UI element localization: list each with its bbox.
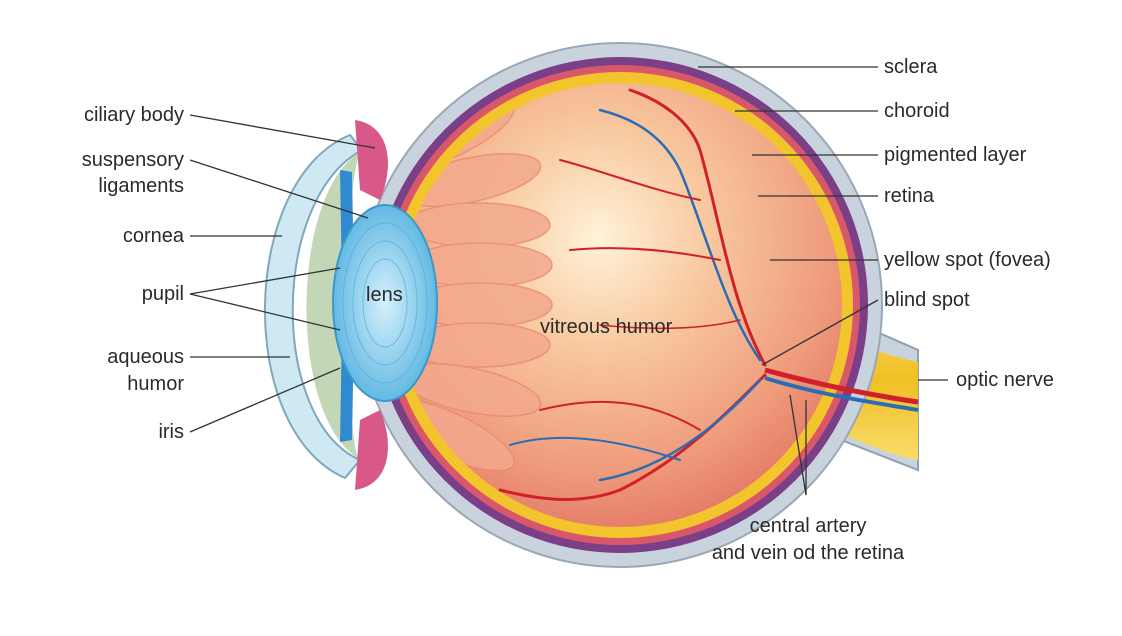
label-ciliary-body: ciliary body [83,104,184,126]
label-sclera: sclera [884,56,938,78]
label-suspensory-2: ligaments [98,175,184,197]
label-lens: lens [366,284,403,306]
label-iris: iris [158,421,184,443]
label-fovea: yellow spot (fovea) [884,249,1051,271]
label-cornea: cornea [122,225,184,247]
label-aqueous-1: aqueous [107,346,184,368]
label-pigmented-layer: pigmented layer [884,144,1027,166]
label-vitreous: vitreous humor [540,316,673,338]
label-retina: retina [884,185,935,207]
lens-shape [332,204,438,402]
label-optic-nerve: optic nerve [956,369,1054,391]
label-choroid: choroid [884,100,950,122]
lens-rings [342,222,428,384]
label-central-artery-2: and vein od the retina [711,542,905,564]
label-suspensory-1: suspensory [81,149,184,171]
label-central-artery-1: central artery [749,515,867,537]
retinal-vessels [498,88,767,501]
ciliary-body-shape [355,120,388,490]
cornea-shape [263,133,364,480]
leader-lines [189,66,948,496]
label-pupil: pupil [141,283,184,305]
label-aqueous-2: humor [127,373,184,395]
central-vein [764,376,919,412]
central-vessels [764,367,919,405]
label-blind-spot: blind spot [884,289,970,311]
